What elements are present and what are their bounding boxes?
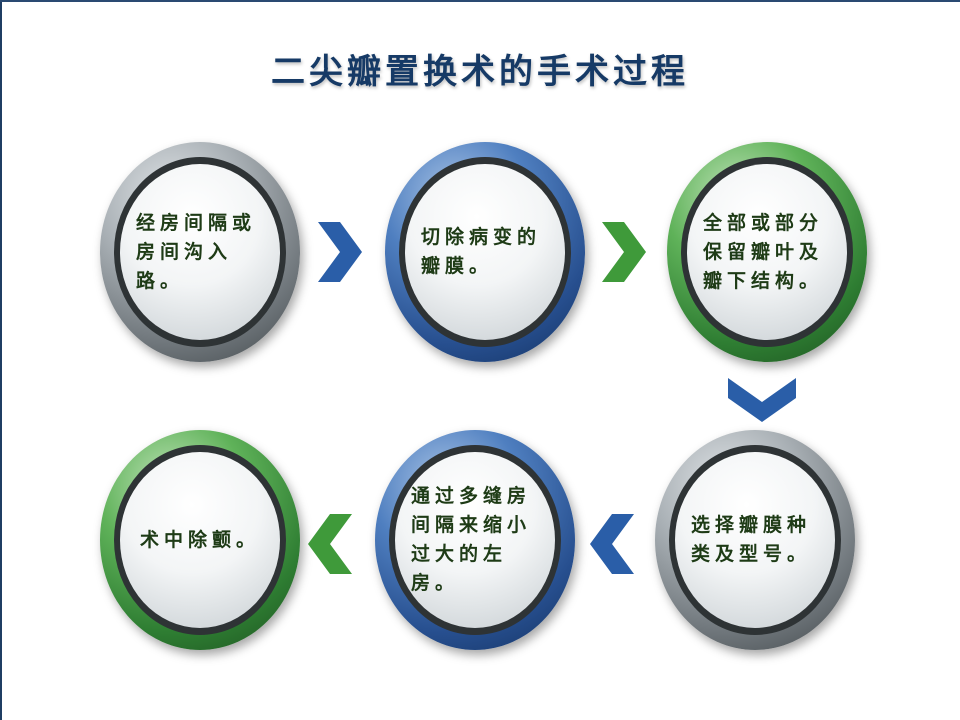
step-2-text: 切除病变的瓣膜。 xyxy=(421,226,542,277)
slide-title: 二尖瓣置换术的手术过程 xyxy=(271,52,689,92)
step-disc xyxy=(395,452,555,628)
step-1-text: 经房间隔或房间沟入路。 xyxy=(136,211,257,292)
step-disc xyxy=(120,164,280,340)
chevron-down-icon xyxy=(728,378,796,422)
step-3-node: 全部或部分保留瓣叶及瓣下结构。 xyxy=(667,142,867,362)
chevron-left-icon xyxy=(590,514,634,574)
step-6-text: 术中除颤。 xyxy=(139,528,260,551)
step-4-text: 选择瓣膜种类及型号。 xyxy=(691,514,812,565)
step-6-node: 术中除颤。 xyxy=(100,430,300,650)
step-3-text: 全部或部分保留瓣叶及瓣下结构。 xyxy=(703,211,824,292)
step-5-node: 通过多缝房间隔来缩小过大的左房。 xyxy=(375,430,575,650)
chevron-right-icon xyxy=(602,222,646,282)
step-disc xyxy=(675,452,835,628)
chevron-right-icon xyxy=(318,222,362,282)
step-disc xyxy=(120,452,280,628)
step-disc xyxy=(405,164,565,340)
step-1-node: 经房间隔或房间沟入路。 xyxy=(100,142,300,362)
step-4-node: 选择瓣膜种类及型号。 xyxy=(655,430,855,650)
frame-border-top xyxy=(0,0,960,2)
frame-border-left xyxy=(0,0,2,720)
step-disc xyxy=(687,164,847,340)
step-5-text: 通过多缝房间隔来缩小过大的左房。 xyxy=(411,485,532,594)
step-2-node: 切除病变的瓣膜。 xyxy=(385,142,585,362)
chevron-left-icon xyxy=(308,514,352,574)
